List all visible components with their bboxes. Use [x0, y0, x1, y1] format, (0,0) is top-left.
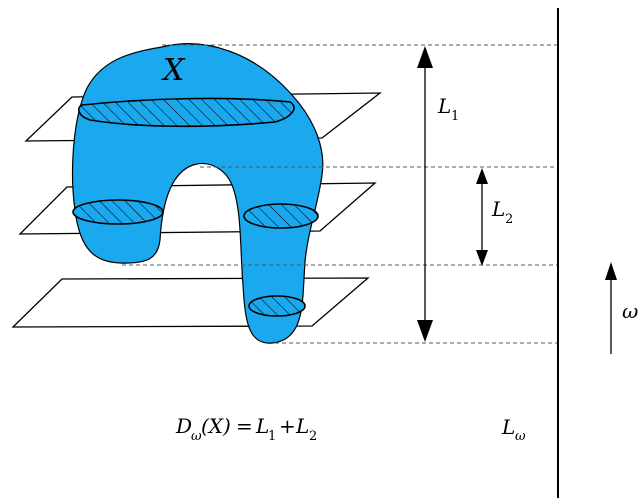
svg-text:L: L	[501, 415, 515, 439]
svg-text:2: 2	[309, 429, 317, 444]
svg-text:L: L	[491, 197, 505, 221]
formula: D ω (X) = L 1 + L 2	[175, 414, 317, 444]
svg-text:ω: ω	[515, 429, 526, 444]
section-middle-right	[243, 203, 319, 229]
label-l-omega: L ω	[501, 415, 526, 444]
section-bottom	[248, 295, 306, 317]
svg-text:D: D	[175, 414, 192, 438]
plane-bottom	[11, 277, 370, 328]
direction-label-omega: ω	[622, 299, 638, 323]
label-l1: L 1	[437, 94, 459, 124]
svg-text:1: 1	[451, 109, 459, 124]
arrow-l1	[417, 46, 433, 342]
svg-text:=: =	[236, 414, 253, 438]
svg-text:+: +	[279, 414, 296, 438]
set-label-x: X	[161, 53, 186, 88]
direction-arrow	[605, 262, 617, 354]
svg-text:L: L	[437, 94, 451, 118]
svg-text:(X): (X)	[201, 414, 231, 438]
svg-text:L: L	[295, 414, 309, 438]
section-middle-left	[72, 199, 164, 225]
label-l2: L 2	[491, 197, 513, 227]
section-top	[77, 97, 295, 128]
svg-text:1: 1	[268, 429, 276, 444]
arrow-l2	[476, 168, 488, 266]
svg-text:2: 2	[505, 212, 513, 227]
svg-text:ω: ω	[191, 429, 202, 444]
svg-text:L: L	[255, 414, 269, 438]
